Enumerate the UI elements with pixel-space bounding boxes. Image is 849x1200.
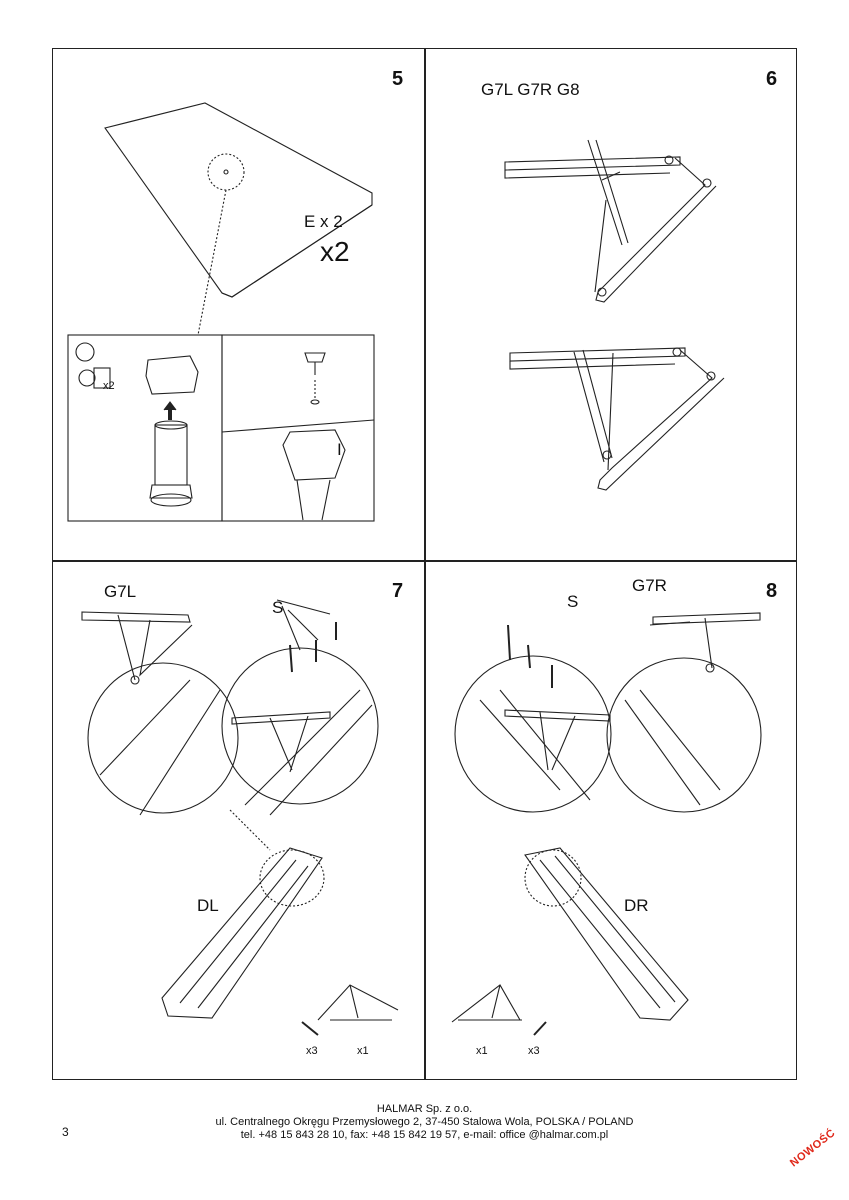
step6-mechanism-bottom: [509, 347, 725, 491]
foot-count-label: x2: [103, 380, 115, 392]
screw-count-right: x3: [528, 1045, 540, 1057]
footer-address: ul. Centralnego Okręgu Przemysłowego 2, …: [215, 1116, 634, 1128]
page-number: 3: [62, 1125, 69, 1139]
footer-company: HALMAR Sp. z o.o.: [376, 1103, 473, 1115]
screw-count-left: x3: [306, 1045, 318, 1057]
base-label-dr: DR: [624, 896, 649, 915]
step7-drawing: [81, 599, 399, 1036]
panel-divider-vertical: [424, 48, 426, 1080]
frame-label-g7l: G7L: [104, 582, 137, 601]
part-count-label: x2: [320, 236, 350, 267]
step-number-5: 5: [392, 68, 404, 90]
frame-count-right: x1: [476, 1045, 488, 1057]
step-number-6: 6: [766, 68, 778, 90]
part-label-e: E x 2: [304, 212, 343, 231]
step8-drawing: [451, 612, 762, 1036]
step5-tabletop-drawing: [104, 102, 373, 336]
step5-detail-boxes: [67, 334, 375, 522]
screw-label-s-left: S: [272, 598, 284, 617]
base-label-dl: DL: [197, 896, 219, 915]
frame-count-left: x1: [357, 1045, 369, 1057]
panel-divider-horizontal: [52, 560, 797, 562]
footer-contact: tel. +48 15 843 28 10, fax: +48 15 842 1…: [240, 1129, 609, 1141]
company-footer: HALMAR Sp. z o.o. ul. Centralnego Okręgu…: [0, 1103, 849, 1142]
screw-label-s-right: S: [567, 592, 579, 611]
frame-label-g7r: G7R: [632, 576, 667, 595]
step-number-8: 8: [766, 580, 778, 602]
screw-label-i: I: [337, 440, 342, 459]
parts-label-g7l-g7r-g8: G7L G7R G8: [481, 80, 580, 99]
step6-mechanism-top: [504, 139, 717, 303]
step-number-7: 7: [392, 580, 404, 602]
